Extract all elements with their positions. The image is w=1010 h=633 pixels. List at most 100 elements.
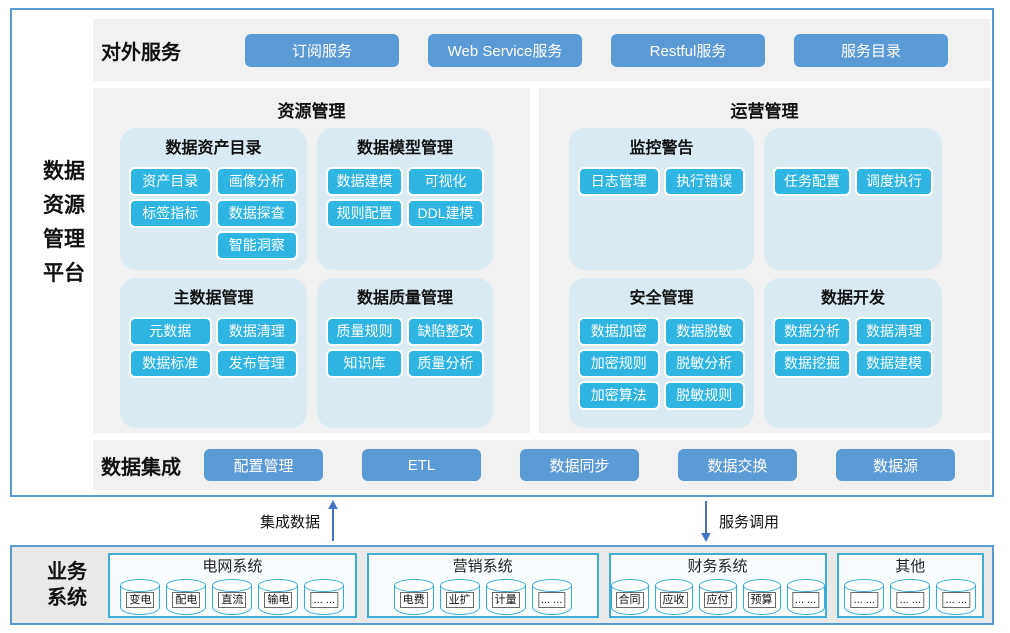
database-top [936, 578, 977, 592]
module-card-data-asset-catalog: 数据资产目录 资产目录 画像分析 标签指标 数据探查 智能洞察 [120, 128, 307, 270]
database-icon: 计量 [485, 578, 526, 616]
card-title: 数据资产目录 [165, 140, 262, 157]
database-label: 应付 [703, 591, 732, 608]
database-icon: 输电 [258, 578, 299, 616]
database-icon: 合同 [610, 578, 649, 616]
platform-title: 数据 资源 管理 平台 [34, 155, 94, 291]
business-systems-title: 业务 系统 [34, 559, 100, 611]
module-button: 加密算法 [578, 381, 660, 410]
module-button: 脱敏分析 [663, 349, 745, 378]
module-button: 知识库 [326, 349, 403, 378]
database-icon: ... ... [304, 578, 345, 616]
module-button: 画像分析 [215, 167, 298, 196]
card-title: 安全管理 [629, 290, 694, 307]
module-button: 数据标准 [129, 349, 212, 378]
card-title [773, 137, 933, 161]
database-icon: 应付 [698, 578, 737, 616]
database-icon: ... ... [844, 578, 885, 616]
database-top [485, 578, 526, 592]
database-label: ... ... [896, 591, 924, 608]
database-label: ... ... [850, 591, 878, 608]
system-box-marketing: 营销系统 电费 业扩 计量 ... ... [366, 552, 599, 618]
service-button-subscribe: 订阅服务 [245, 33, 399, 67]
flow-arrows-row: 集成数据 服务调用 [0, 497, 1010, 545]
system-box-finance: 财务系统 合同 应收 应付 预算 ... ... [608, 552, 827, 618]
database-top [610, 578, 649, 592]
flow-service-call: 服务调用 [700, 497, 779, 545]
data-integration-band: 数据集成 配置管理 ETL 数据同步 数据交换 数据源 [93, 440, 990, 490]
operation-management-cards: 监控警告 日志管理 执行错误 任务配置 调度执行 [539, 128, 990, 428]
database-icon: ... ... [531, 578, 572, 616]
database-top [698, 578, 737, 592]
database-icon: 业扩 [439, 578, 480, 616]
database-label: 预算 [747, 591, 776, 608]
database-top [654, 578, 693, 592]
module-card-data-model-management: 数据模型管理 数据建模 可视化 规则配置 DDL建模 [317, 128, 493, 270]
module-button: 数据清理 [215, 317, 298, 346]
card-title: 数据开发 [820, 290, 885, 307]
module-button: 质量规则 [326, 317, 403, 346]
module-button: 数据挖掘 [773, 349, 851, 378]
card-buttons: 质量规则 缺陷整改 知识库 质量分析 [326, 317, 484, 378]
external-services-band: 对外服务 订阅服务 Web Service服务 Restful服务 服务目录 [93, 19, 990, 81]
database-row: 变电 配电 直流 输电 ... ... [120, 578, 345, 616]
database-label: ... ... [791, 591, 820, 608]
module-button: 元数据 [129, 317, 212, 346]
database-label: 电费 [399, 591, 428, 608]
system-box-others: 其他 ... ... ... ... ... ... [836, 552, 984, 618]
database-label: 应收 [659, 591, 688, 608]
database-icon: 直流 [212, 578, 253, 616]
module-card-security-management: 安全管理 数据加密 数据脱敏 加密规则 脱敏分析 加密算法 脱敏规则 [569, 278, 754, 428]
module-button: 规则配置 [326, 199, 403, 228]
module-button: 可视化 [407, 167, 484, 196]
integration-button-datasource: 数据源 [836, 449, 955, 481]
system-title: 财务系统 [687, 557, 748, 575]
management-panels: 资源管理 数据资产目录 资产目录 画像分析 标签指标 数据探查 智能洞察 [93, 88, 990, 433]
database-label: 变电 [126, 591, 155, 608]
arrow-down-icon [701, 501, 711, 542]
database-top [393, 578, 434, 592]
platform-title-line: 资源 [43, 194, 85, 217]
card-buttons: 任务配置 调度执行 [773, 167, 933, 196]
service-button-webservice: Web Service服务 [428, 33, 582, 67]
platform-title-line: 管理 [43, 228, 85, 251]
arrow-up-icon [328, 500, 338, 541]
module-card-master-data-management: 主数据管理 元数据 数据清理 数据标准 发布管理 [120, 278, 307, 428]
data-integration-buttons: 配置管理 ETL 数据同步 数据交换 数据源 [197, 449, 990, 481]
database-icon: 应收 [654, 578, 693, 616]
resource-management-cards: 数据资产目录 资产目录 画像分析 标签指标 数据探查 智能洞察 数据模型管理 数… [93, 128, 530, 428]
data-integration-label: 数据集成 [101, 456, 181, 479]
module-button: 数据建模 [326, 167, 403, 196]
module-card-task-scheduling: 任务配置 调度执行 [764, 128, 942, 270]
module-button: 任务配置 [773, 167, 851, 196]
card-buttons: 资产目录 画像分析 标签指标 数据探查 智能洞察 [129, 167, 298, 260]
module-button: DDL建模 [407, 199, 484, 228]
database-top [531, 578, 572, 592]
module-button: 缺陷整改 [407, 317, 484, 346]
external-services-label: 对外服务 [101, 41, 181, 64]
module-button: 数据分析 [773, 317, 851, 346]
card-buttons: 日志管理 执行错误 [578, 167, 745, 196]
system-title: 其他 [895, 557, 926, 575]
platform-title-line: 平台 [43, 262, 85, 285]
module-button: 脱敏规则 [663, 381, 745, 410]
flow-integrate-data: 集成数据 [260, 497, 339, 545]
card-title: 数据模型管理 [356, 140, 453, 157]
flow-integrate-label: 集成数据 [260, 513, 321, 531]
module-button: 发布管理 [215, 349, 298, 378]
database-row: 合同 应收 应付 预算 ... ... [610, 578, 825, 616]
database-icon: 电费 [393, 578, 434, 616]
module-button: 执行错误 [663, 167, 745, 196]
database-label: ... ... [310, 591, 339, 608]
card-title: 主数据管理 [173, 290, 254, 307]
database-top [212, 578, 253, 592]
system-title: 营销系统 [452, 557, 513, 575]
module-button: 数据清理 [855, 317, 933, 346]
integration-button-etl: ETL [362, 449, 481, 481]
database-label: 配电 [172, 591, 201, 608]
module-button: 标签指标 [129, 199, 212, 228]
module-button: 数据加密 [578, 317, 660, 346]
platform-content: 对外服务 订阅服务 Web Service服务 Restful服务 服务目录 资… [93, 19, 990, 490]
database-icon: 配电 [166, 578, 207, 616]
card-buttons: 数据加密 数据脱敏 加密规则 脱敏分析 加密算法 脱敏规则 [578, 317, 745, 410]
